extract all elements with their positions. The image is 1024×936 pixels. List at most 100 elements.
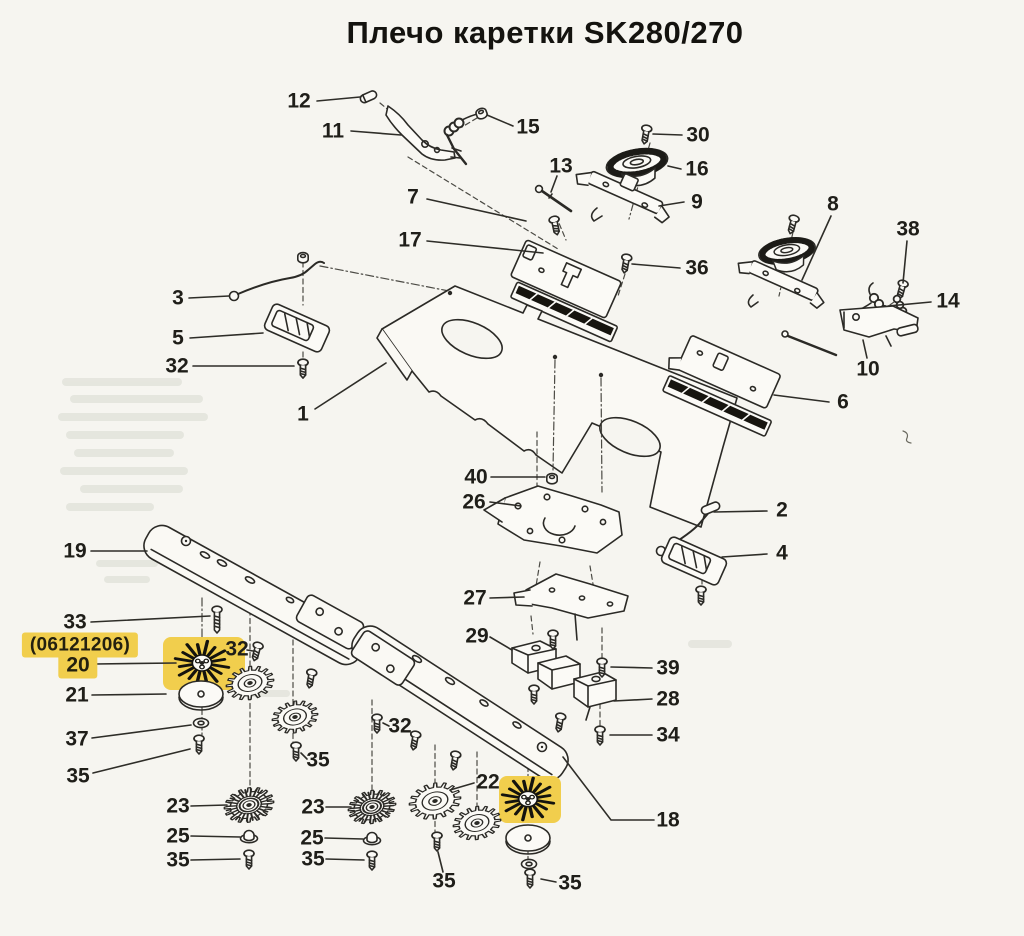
part-29-blocks — [511, 640, 581, 690]
gear-illustration — [408, 782, 462, 820]
leader-line-9 — [658, 201, 685, 207]
needle-presser-strip-2 — [662, 375, 772, 437]
leader-line-13 — [550, 175, 558, 193]
nut-icon — [296, 251, 310, 264]
disc-right — [505, 824, 551, 855]
leader-line-35 — [92, 748, 191, 774]
highlighted-sun-gear — [500, 776, 556, 822]
leader-line-28 — [613, 698, 653, 702]
leader-line-26 — [489, 501, 522, 507]
screw-icon — [303, 667, 319, 690]
leader-line-8 — [801, 215, 832, 281]
leader-line-38 — [902, 240, 908, 284]
part-21-disc — [178, 680, 224, 711]
leader-line-14 — [887, 301, 932, 307]
exploded-parts-drawing — [143, 90, 919, 889]
part-27-bracket — [513, 573, 629, 641]
screw-icon — [243, 849, 255, 870]
leader-line-10 — [862, 339, 868, 359]
part-12-pin — [359, 90, 378, 104]
leader-line-35 — [437, 851, 444, 873]
part-9-foot — [590, 207, 603, 222]
leader-line-3 — [188, 295, 230, 299]
part-25-cap — [362, 831, 382, 846]
screw-icon — [695, 585, 707, 606]
leader-line-7 — [426, 198, 527, 222]
screw-icon — [447, 749, 463, 772]
part-40-nut — [545, 472, 559, 485]
part-26-bracket — [483, 485, 623, 554]
leader-line-36 — [631, 263, 681, 269]
screw-icon — [784, 213, 801, 236]
leader-line-37 — [91, 724, 192, 739]
leader-line-27 — [489, 596, 525, 599]
leader-line-16 — [667, 165, 682, 170]
screw-icon — [290, 741, 302, 762]
part-8-foot — [747, 294, 759, 308]
gear-illustration — [225, 665, 275, 701]
leader-line-35 — [300, 752, 308, 760]
part-13-pin — [534, 184, 573, 213]
screw-icon — [524, 868, 536, 889]
part-8-bar — [737, 260, 825, 309]
leader-line-25 — [324, 837, 364, 840]
leader-line-29 — [489, 636, 513, 651]
leader-line-2 — [713, 510, 768, 513]
leader-line-39 — [610, 666, 653, 669]
leader-line-25 — [190, 835, 241, 838]
part-4-slider — [660, 536, 728, 586]
part-37-washer — [192, 717, 210, 729]
screw-icon — [594, 725, 606, 746]
part-36-screw — [618, 252, 634, 275]
screw-icon — [552, 711, 568, 734]
washer-icon — [520, 858, 538, 870]
screw-icon — [407, 729, 423, 752]
screw-icon — [297, 358, 309, 379]
leader-line-22 — [449, 782, 475, 791]
part-25-cap — [239, 829, 259, 844]
needle-presser-strip — [510, 281, 618, 343]
screw-icon — [371, 713, 383, 734]
hardware-layer — [173, 358, 608, 889]
part-15-spring — [443, 112, 483, 166]
part-3-wire — [228, 260, 325, 302]
leader-line-30 — [652, 133, 683, 136]
highlighted-sun-gear — [173, 639, 231, 687]
gear-illustration — [271, 700, 319, 734]
ferrule-pin — [896, 323, 919, 337]
leader-line-20 — [94, 662, 177, 665]
gear-illustration — [223, 786, 275, 824]
gear-illustration — [347, 789, 397, 825]
leader-line-21 — [91, 693, 167, 696]
part-30-screw — [638, 123, 654, 146]
leader-line-32 — [246, 649, 254, 652]
part-17-bracket — [510, 239, 622, 319]
leader-line-6 — [773, 394, 830, 403]
leader-line-35 — [540, 878, 557, 883]
leader-line-1 — [314, 362, 387, 410]
leader-line-17 — [426, 240, 544, 254]
leader-line-15 — [486, 114, 514, 127]
leader-line-35 — [325, 858, 365, 861]
leader-line-5 — [189, 332, 264, 339]
screw-icon — [211, 605, 223, 634]
leader-line-11 — [350, 130, 402, 136]
leader-line-4 — [721, 553, 768, 558]
part-5-slider — [263, 303, 331, 353]
screw-icon — [528, 684, 540, 705]
long-pin — [781, 330, 838, 357]
leader-line-32 — [382, 722, 390, 727]
screw-icon — [431, 831, 443, 852]
leader-line-23 — [190, 804, 228, 807]
part-6-bracket — [668, 335, 781, 409]
part-28-block — [573, 671, 617, 721]
part-1-main-plate — [376, 285, 738, 528]
part-9-bar — [575, 170, 670, 224]
part-18-arm — [350, 625, 569, 781]
screw-icon — [193, 734, 205, 755]
leader-line-35 — [190, 858, 241, 861]
scan-mark — [902, 430, 912, 444]
gear-illustration — [452, 805, 502, 841]
